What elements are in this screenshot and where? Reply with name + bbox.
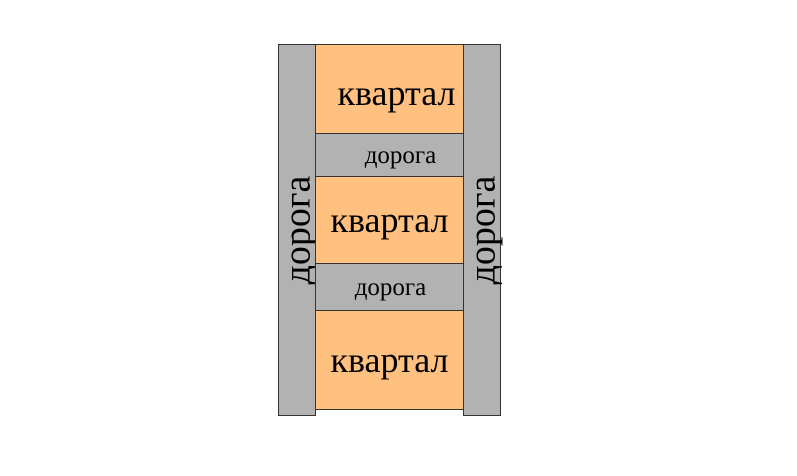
quarter-label-3: квартал bbox=[330, 340, 449, 380]
road-middle-1-label: дорога bbox=[364, 141, 437, 169]
road-middle-2-label: дорога bbox=[354, 273, 427, 301]
quarter-label-2: квартал bbox=[330, 200, 449, 240]
road-right: дорога bbox=[461, 44, 504, 416]
road-middle-2: дорога bbox=[315, 263, 464, 311]
quarter-block-3: квартал bbox=[315, 310, 464, 410]
quarter-label-1: квартал bbox=[337, 73, 456, 113]
quarter-block-2: квартал bbox=[315, 176, 464, 264]
road-right-label: дорога bbox=[461, 175, 504, 285]
road-left-label: дорога bbox=[276, 175, 319, 285]
road-left: дорога bbox=[276, 44, 319, 416]
road-middle-1: дорога bbox=[315, 133, 464, 177]
quarter-block-1: квартал bbox=[315, 44, 464, 134]
